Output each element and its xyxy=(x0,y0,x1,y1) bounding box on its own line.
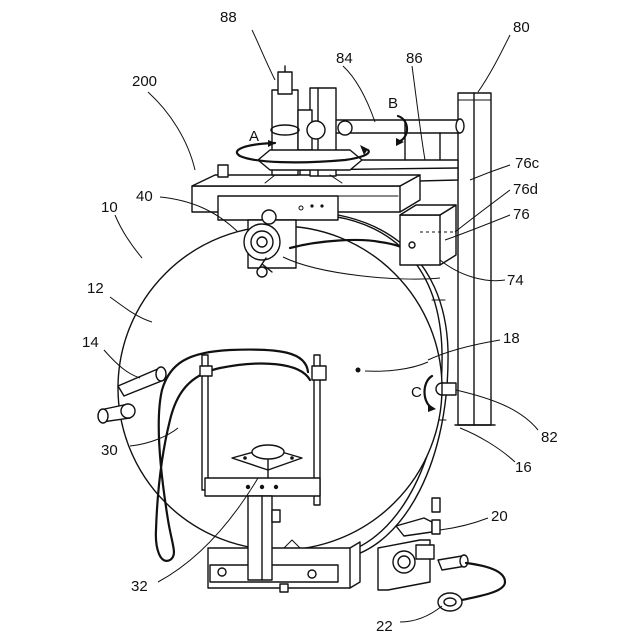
support-column-80 xyxy=(455,93,495,425)
label-76: 76 xyxy=(513,206,530,223)
pedal-22 xyxy=(438,563,505,611)
control-box-20 xyxy=(378,498,468,590)
label-22: 22 xyxy=(376,618,393,635)
motor-box-76 xyxy=(400,205,456,265)
label-76c: 76c xyxy=(515,155,540,172)
label-16: 16 xyxy=(515,459,532,476)
label-200: 200 xyxy=(132,73,157,90)
label-74: 74 xyxy=(507,272,524,289)
label-76d: 76d xyxy=(513,181,538,198)
label-32: 32 xyxy=(131,578,148,595)
label-20: 20 xyxy=(491,508,508,525)
label-86: 86 xyxy=(406,50,423,67)
label-80: 80 xyxy=(513,19,530,36)
label-10: 10 xyxy=(101,199,118,216)
label-12: 12 xyxy=(87,280,104,297)
label-84: 84 xyxy=(336,50,353,67)
label-18: 18 xyxy=(503,330,520,347)
label-88: 88 xyxy=(220,9,237,26)
label-30: 30 xyxy=(101,442,118,459)
label-82: 82 xyxy=(541,429,558,446)
label-a: A xyxy=(249,128,259,145)
label-40: 40 xyxy=(136,188,153,205)
label-c: C xyxy=(411,384,422,401)
label-b: B xyxy=(388,95,398,112)
drum-front-face xyxy=(118,226,442,550)
top-mechanism-88 xyxy=(258,66,362,183)
label-14: 14 xyxy=(82,334,99,351)
